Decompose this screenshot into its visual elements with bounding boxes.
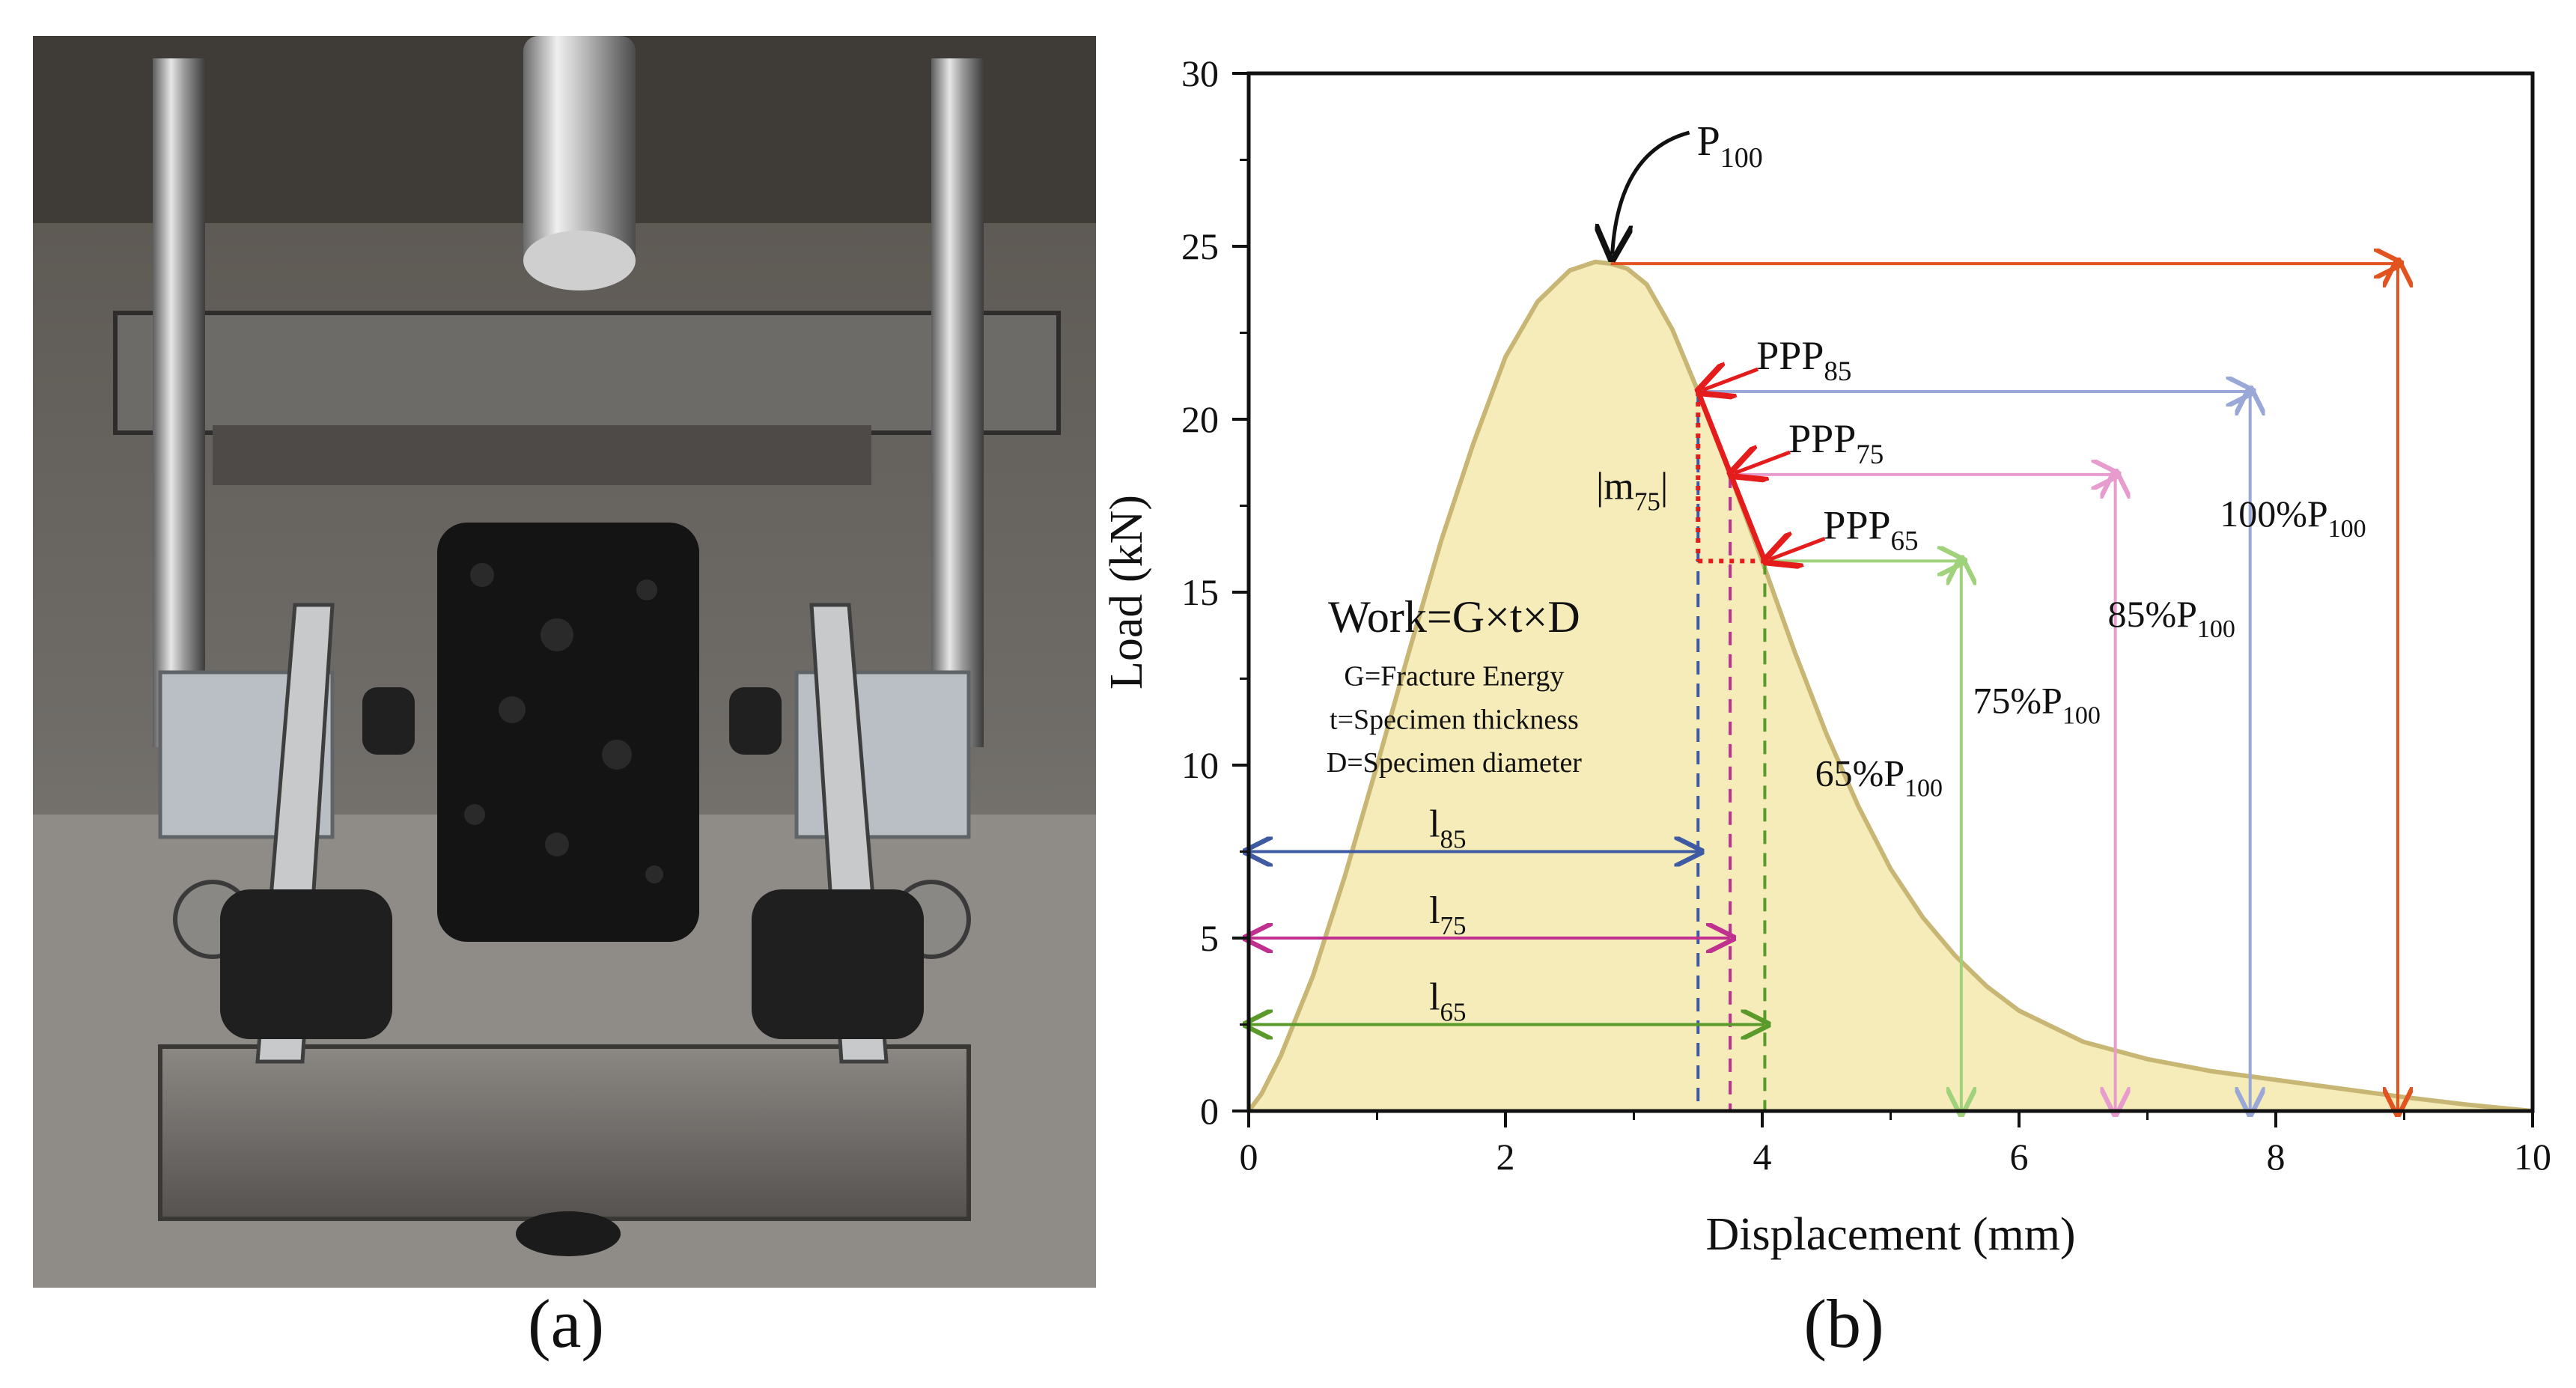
y-tick-label-25: 25 [1181,225,1219,267]
ppp-label-85: PPP85 [1756,333,1851,387]
level-label-1: 85%P100 [2107,593,2235,643]
asphalt-specimen [437,523,699,942]
work-formula: Work=G×t×D [1328,592,1580,642]
x-tick-label-2: 2 [1496,1136,1515,1178]
panel-a-caption: (a) [527,1285,605,1362]
fracture-energy-note: G=Fracture Energy [1344,661,1564,693]
y-tick-label-5: 5 [1200,917,1219,959]
y-axis-label: Load (kN) [1101,495,1152,690]
upper-crossbar [113,311,1061,435]
ppp-label-75: PPP75 [1788,416,1884,470]
y-tick-label-20: 20 [1181,398,1219,440]
length-label-85: l85 [1429,803,1466,854]
base-plate [158,1044,971,1221]
diameter-note: D=Specimen diameter [1327,747,1582,779]
right-guide-rod [931,58,984,747]
x-axis-label: Displacement (mm) [1705,1209,2075,1260]
ppp-label-65: PPP65 [1823,502,1918,556]
curve-area-fill [1249,261,2533,1111]
level-label-0: 100%P100 [2220,493,2366,543]
x-tick-label-8: 8 [2267,1136,2286,1178]
level-label-2: 75%P100 [1973,680,2100,730]
y-tick-label-0: 0 [1200,1090,1219,1132]
x-tick-label-6: 6 [2010,1136,2029,1178]
x-tick-label-4: 4 [1753,1136,1772,1178]
y-tick-label-30: 30 [1181,52,1219,94]
level-label-3: 65%P100 [1815,752,1943,803]
peak-pointer-arrow [1613,130,1690,255]
pointer-arrow-65 [1769,538,1826,559]
pointer-arrow-85 [1702,369,1759,390]
length-label-75: l75 [1429,889,1466,940]
y-tick-label-15: 15 [1181,571,1219,613]
thickness-note: t=Specimen thickness [1330,704,1579,735]
x-tick-label-0: 0 [1240,1136,1258,1178]
x-tick-label-10: 10 [2514,1136,2551,1178]
slope-label: |m75| [1596,465,1668,516]
peak-label: P100 [1697,118,1763,174]
length-label-65: l65 [1429,976,1466,1027]
pointer-arrow-75 [1735,452,1791,473]
test-fixture-photo [33,36,1096,1288]
panel-b-caption: (b) [1803,1285,1884,1362]
loading-piston [523,36,636,276]
y-tick-label-10: 10 [1181,744,1219,786]
left-guide-rod [153,58,205,747]
